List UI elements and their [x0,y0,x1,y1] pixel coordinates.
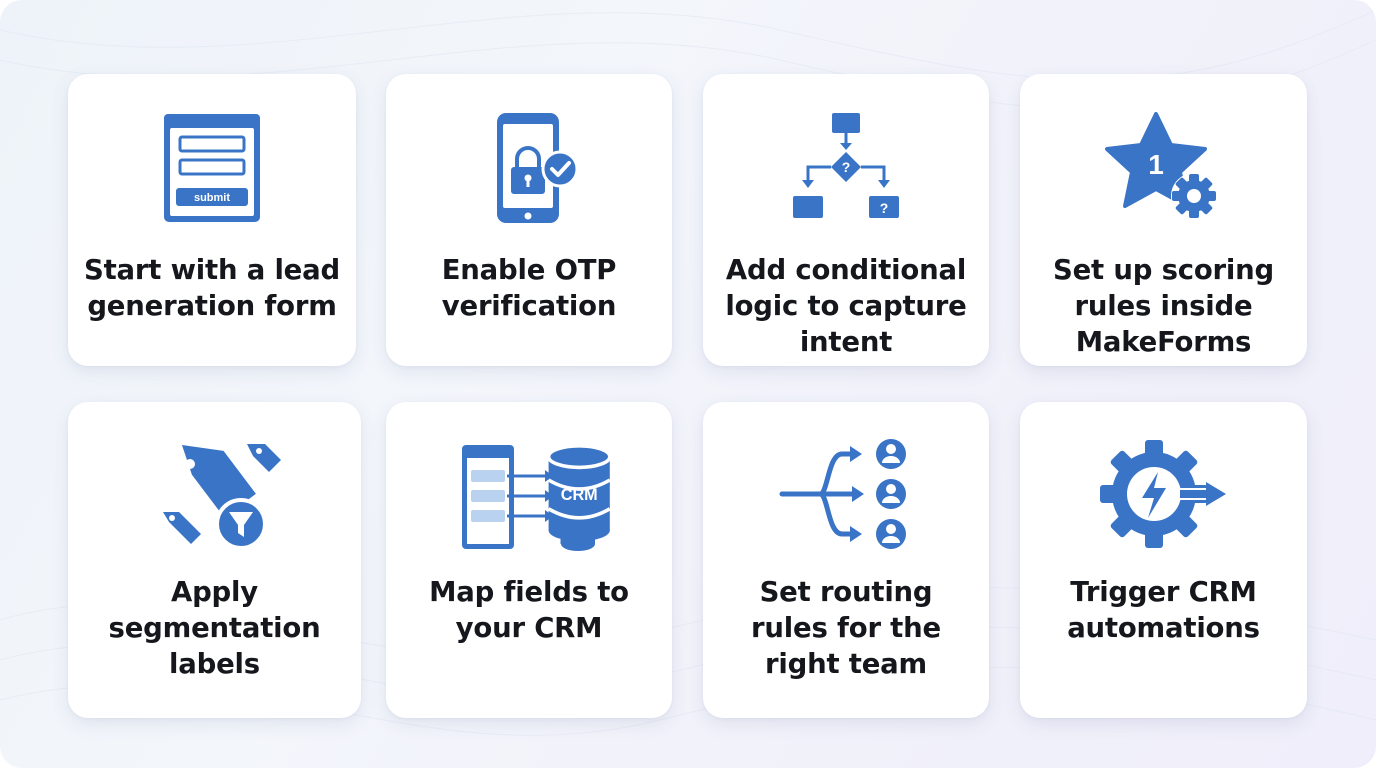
card-conditional-logic: ? ? Add conditional logic to capture int… [703,74,989,366]
card-label: Start with a lead generation form [78,252,346,324]
label-line: right team [765,648,927,680]
label-line: verification [441,290,617,322]
crm-text: CRM [561,486,598,504]
label-line: Enable OTP [441,254,617,286]
star-gear-icon: 1 [1094,110,1234,230]
label-line: your CRM [455,612,603,644]
card-otp: Enable OTP verification [386,74,672,366]
submit-text: submit [194,192,230,204]
rank-text: 1 [1148,149,1164,180]
card-label: Map fields to your CRM [396,574,662,646]
card-map-fields: CRM Map fields to your CRM [386,402,672,718]
card-routing: Set routing rules for the right team [703,402,989,718]
label-line: rules for the [751,612,941,644]
label-line: automations [1067,612,1260,644]
question-text: ? [880,200,889,216]
card-automations: Trigger CRM automations [1020,402,1307,718]
label-line: Add conditional [725,254,967,286]
label-line: MakeForms [1075,326,1252,358]
label-line: Trigger CRM [1070,576,1257,608]
card-scoring: 1 Set up scoring [1020,74,1307,366]
label-line: intent [799,326,893,358]
card-label: Trigger CRM automations [1030,574,1297,646]
question-text: ? [842,159,851,175]
phone-lock-icon [459,110,599,230]
tags-filter-icon [145,438,285,558]
label-line: Apply [170,576,258,608]
card-label: Set routing rules for the right team [713,574,979,682]
label-line: labels [169,648,260,680]
label-line: Map fields to [429,576,629,608]
card-label: Enable OTP verification [396,252,662,324]
label-line: Set routing [759,576,933,608]
flowchart-icon: ? ? [776,110,916,230]
card-lead-form: submit Start with a lead generation form [68,74,356,366]
card-label: Add conditional logic to capture intent [713,252,979,360]
label-line: segmentation [108,612,321,644]
label-line: Set up scoring [1052,254,1275,286]
label-line: logic to capture [725,290,967,322]
label-line: rules inside [1074,290,1253,322]
label-line: generation form [87,290,337,322]
gear-bolt-icon [1094,438,1234,558]
label-line: Start with a lead [84,254,340,286]
form-icon: submit [142,110,282,230]
card-label: Apply segmentation labels [78,574,351,682]
card-segmentation: Apply segmentation labels [68,402,361,718]
crm-database-icon: CRM [546,444,612,542]
card-label: Set up scoring rules inside MakeForms [1030,252,1297,360]
routing-users-icon [776,434,916,554]
